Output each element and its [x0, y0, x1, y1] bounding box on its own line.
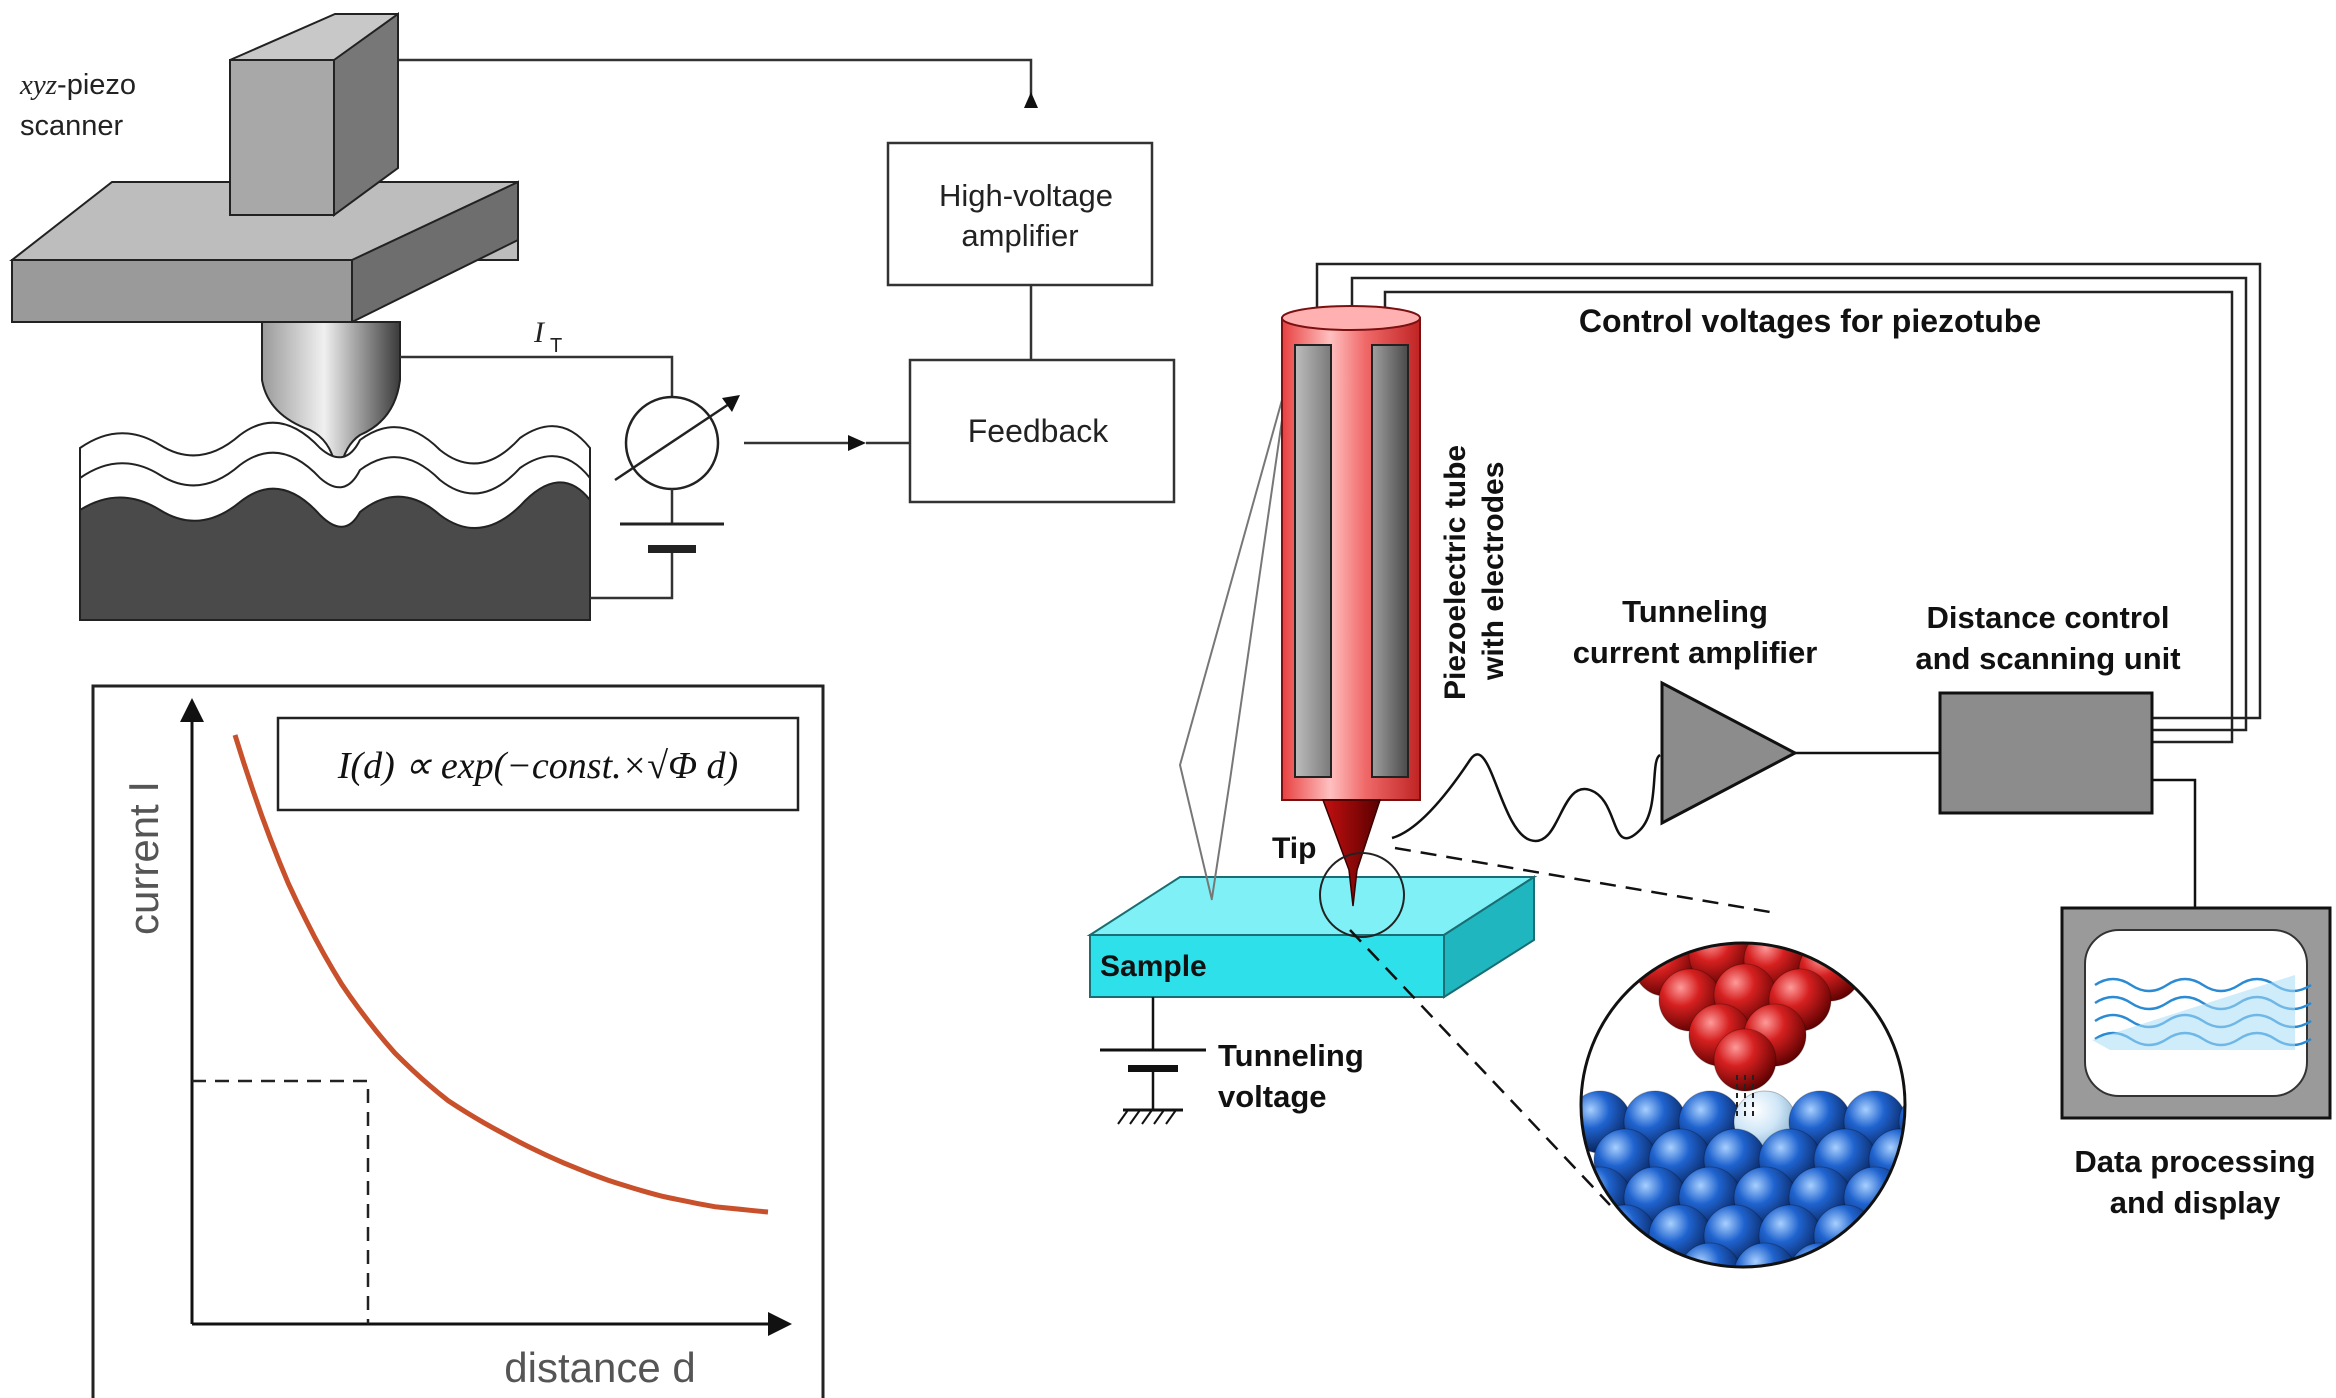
wire-control-to-display — [2152, 778, 2197, 908]
voltage-plate-short — [1128, 1065, 1178, 1072]
surface-wave-layer-1 — [79, 421, 591, 529]
sample-atom — [1868, 1204, 1905, 1267]
surface-wave-line — [79, 451, 591, 495]
display-shaded-surface — [2092, 975, 2295, 1050]
arrow-right-icon — [848, 435, 866, 451]
zoom-source-circle — [1319, 852, 1405, 938]
electrode-left — [1294, 344, 1332, 778]
feedback-box — [908, 358, 1176, 504]
projection-line-2 — [1211, 419, 1283, 899]
amp-label-line1: Tunneling — [1622, 594, 1768, 629]
ammeter-arrowhead — [722, 395, 740, 412]
panel-b-chart: I(d) ∝ exp(−const.×√Φ d) current I dista… — [91, 684, 825, 1398]
sample-atom — [1813, 1204, 1877, 1267]
data-label-line1: Data processing — [2074, 1144, 2315, 1179]
tunneling-gap-lines — [1736, 1075, 1754, 1120]
series-curve — [232, 734, 769, 1215]
zoom-line-top — [1394, 846, 1771, 914]
projection-line-1 — [1178, 399, 1283, 901]
scanner-plate-side — [351, 180, 519, 324]
sample-side — [1443, 875, 1535, 999]
control-wire-2 — [1350, 276, 2248, 732]
stm-tip — [1321, 799, 1382, 907]
scanner-block-side — [333, 12, 399, 217]
wire-tip-to-meter — [400, 355, 674, 400]
zoom-circle-border — [1579, 941, 1907, 1269]
hv-amp-line1: High-voltage — [939, 178, 1113, 213]
sample-atom — [1898, 1090, 1905, 1154]
sample-atom — [1788, 1242, 1852, 1267]
zoom-line-bottom — [1349, 929, 1611, 1206]
wire-battery-to-sample — [590, 553, 674, 600]
control-wire-1 — [1315, 262, 2262, 720]
sample-atom — [1581, 1166, 1632, 1230]
ground-hatch-icon — [1117, 1109, 1177, 1125]
scanner-label-line1: xyz-piezo — [19, 69, 136, 101]
piezo-tube-top — [1281, 305, 1421, 331]
current-amplifier-icon — [1660, 680, 1799, 826]
panel-a-schematic: High-voltage amplifier Feedback xyz-piez… — [9, 12, 1176, 621]
current-subscript: T — [550, 335, 562, 357]
tip-atoms — [1633, 943, 1862, 1092]
electrode-right — [1371, 344, 1409, 778]
wire-tip-to-amp — [1391, 753, 1661, 843]
piezo-label-line1: Piezoelectric tube — [1439, 445, 1472, 700]
panel-c-setup: Control voltages for piezotube Sample Ti… — [1086, 262, 2332, 1269]
formula-box — [276, 716, 800, 812]
sample-label: Sample — [1100, 950, 1207, 983]
dist-label-line2: and scanning unit — [1915, 641, 2180, 676]
wire-scanner-to-amp — [398, 58, 1033, 100]
arrow-up-icon — [1024, 92, 1038, 108]
amp-label-line2: current amplifier — [1573, 635, 1818, 670]
current-label: I — [533, 316, 546, 349]
sample-front — [1089, 934, 1445, 998]
piezo-label-line2: with electrodes — [1477, 462, 1510, 681]
tip-atom — [1713, 1028, 1777, 1092]
scanner-plate-front — [11, 259, 353, 323]
scanner-block-front — [229, 59, 335, 216]
y-axis-arrow-icon — [180, 698, 204, 722]
sample-atom — [1898, 1166, 1905, 1230]
hv-amp-line2: amplifier — [961, 218, 1078, 253]
tunnel-voltage-line1: Tunneling — [1218, 1038, 1364, 1073]
scanner-label-line2: scanner — [20, 110, 124, 142]
distance-control-box — [1938, 691, 2154, 815]
battery-plate-short — [648, 545, 696, 553]
hv-amplifier-box — [886, 141, 1154, 287]
control-wire-3 — [1383, 290, 2234, 744]
tip-label: Tip — [1272, 832, 1316, 865]
ammeter-needle — [614, 398, 736, 482]
dist-label-line1: Distance control — [1927, 600, 2170, 635]
tunnel-voltage-line2: voltage — [1218, 1079, 1327, 1114]
feedback-label: Feedback — [968, 413, 1110, 449]
atom-view — [1581, 943, 1905, 1267]
x-axis-label: distance d — [504, 1344, 695, 1391]
x-axis-arrow-icon — [768, 1312, 792, 1336]
sample-atom — [1678, 1242, 1742, 1267]
control-voltages-label: Control voltages for piezotube — [1579, 303, 2041, 339]
sample-atoms — [1581, 1090, 1905, 1267]
y-axis-label: current I — [120, 781, 167, 935]
sample-atom — [1733, 1242, 1797, 1267]
data-label-line2: and display — [2110, 1185, 2281, 1220]
formula: I(d) ∝ exp(−const.×√Φ d) — [337, 745, 738, 787]
guide-dashed-lines — [192, 1079, 370, 1324]
